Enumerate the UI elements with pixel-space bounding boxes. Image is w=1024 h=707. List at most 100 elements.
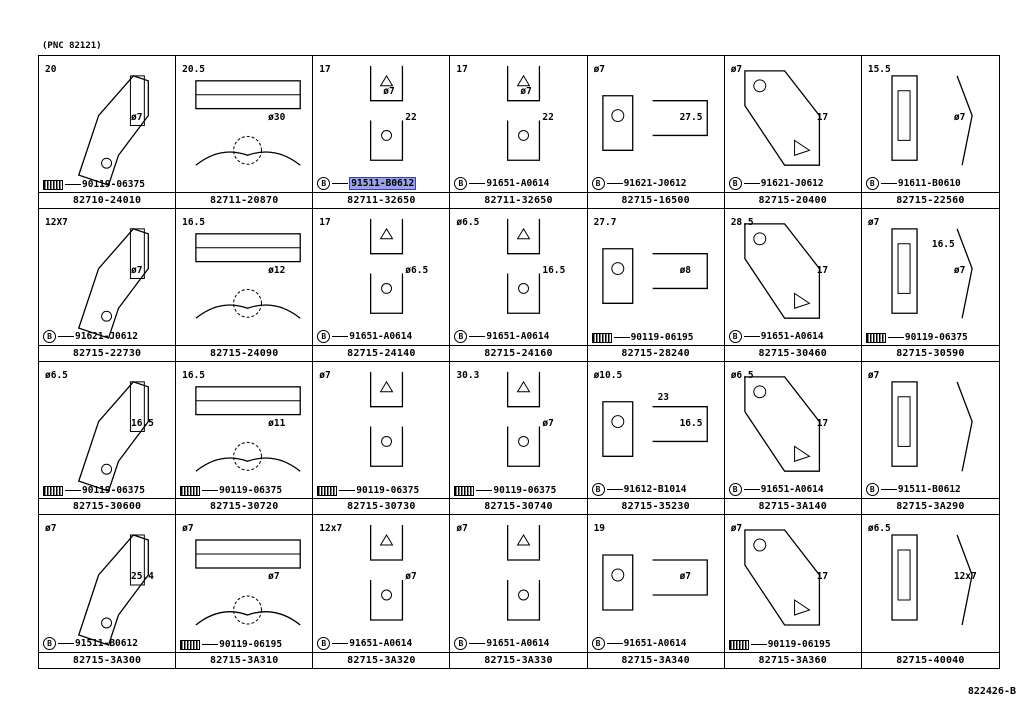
part-number-caption[interactable]: 82715-3A140 bbox=[724, 498, 861, 514]
bolt-part-number[interactable]: 90119-06375 bbox=[904, 332, 968, 343]
part-number-caption[interactable]: 82715-35230 bbox=[587, 498, 724, 514]
bolt-callout[interactable]: 90119-06375 bbox=[43, 179, 145, 190]
part-number-caption[interactable]: 82715-20400 bbox=[724, 192, 861, 208]
part-number-caption[interactable]: 82711-20870 bbox=[176, 192, 313, 208]
part-number-caption[interactable]: 82715-30460 bbox=[724, 345, 861, 361]
bolt-part-number[interactable]: 90119-06375 bbox=[82, 485, 145, 496]
part-number-caption[interactable]: 82715-22560 bbox=[861, 192, 999, 208]
part-number-caption[interactable]: 82715-30740 bbox=[450, 498, 587, 514]
bolt-part-number[interactable]: 91651-A0614 bbox=[486, 178, 550, 189]
bolt-part-number[interactable]: 91651-A0614 bbox=[623, 638, 687, 649]
bolt-part-number[interactable]: 90119-06195 bbox=[767, 639, 831, 650]
part-number-caption[interactable]: 82715-24090 bbox=[176, 345, 313, 361]
part-number-caption[interactable]: 82715-3A310 bbox=[176, 652, 313, 668]
bolt-part-number[interactable]: 91651-A0614 bbox=[760, 484, 824, 495]
part-number-caption[interactable]: 82715-40040 bbox=[861, 652, 999, 668]
bolt-callout[interactable]: 90119-06375 bbox=[454, 485, 556, 496]
part-number-caption[interactable]: 82715-22730 bbox=[39, 345, 176, 361]
bolt-part-number[interactable]: 91612-B1014 bbox=[623, 484, 687, 495]
bolt-callout[interactable]: 90119-06195 bbox=[591, 332, 694, 343]
bolt-callout[interactable]: 90119-06375 bbox=[317, 485, 419, 496]
part-number-caption[interactable]: 82715-30590 bbox=[861, 345, 999, 361]
bolt-part-number[interactable]: 91511-B0612 bbox=[75, 638, 138, 649]
part-number-caption[interactable]: 82715-3A360 bbox=[724, 652, 861, 668]
bolt-part-number[interactable]: 91651-A0614 bbox=[486, 331, 550, 342]
bolt-part-number[interactable]: 91511-B0612 bbox=[349, 177, 417, 190]
bolt-callout[interactable]: 90119-06375 bbox=[43, 485, 145, 496]
bolt-part-number[interactable]: 90119-06195 bbox=[630, 332, 694, 343]
part-number-caption[interactable]: 82711-32650 bbox=[450, 192, 587, 208]
part-number-caption[interactable]: 82715-3A290 bbox=[861, 498, 999, 514]
bolt-part-number[interactable]: 91621-J0612 bbox=[75, 331, 138, 342]
bolt-callout[interactable]: 90119-06195 bbox=[728, 639, 831, 650]
part-number-caption[interactable]: 82715-3A340 bbox=[587, 652, 724, 668]
bolt-part-number[interactable]: 91651-A0614 bbox=[760, 331, 824, 342]
bolt-part-number[interactable]: 91621-J0612 bbox=[760, 178, 824, 189]
part-number-caption[interactable]: 82715-28240 bbox=[587, 345, 724, 361]
part-number-caption[interactable]: 82715-30600 bbox=[39, 498, 176, 514]
bolt-part-number[interactable]: 90119-06195 bbox=[219, 639, 283, 650]
bolt-part-number[interactable]: 91511-B0612 bbox=[897, 484, 961, 495]
part-number-caption[interactable]: 82715-30720 bbox=[176, 498, 313, 514]
part-number-caption[interactable]: 82711-32650 bbox=[313, 192, 450, 208]
bolt-part-number[interactable]: 90119-06375 bbox=[82, 179, 145, 190]
bolt-part-number[interactable]: 90119-06375 bbox=[356, 485, 420, 496]
bolt-callout[interactable]: 90119-06375 bbox=[180, 485, 282, 496]
bolt-callout[interactable]: 90119-06375 bbox=[865, 332, 968, 343]
part-number-caption[interactable]: 82715-3A330 bbox=[450, 652, 587, 668]
bolt-part-number[interactable]: 91651-A0614 bbox=[349, 331, 413, 342]
bolt-part-number[interactable]: 91651-A0614 bbox=[349, 638, 413, 649]
bolt-part-number[interactable]: 90119-06375 bbox=[219, 485, 283, 496]
part-number-caption[interactable]: 82710-24010 bbox=[39, 192, 176, 208]
part-number-caption[interactable]: 82715-24140 bbox=[313, 345, 450, 361]
bolt-part-number[interactable]: 91651-A0614 bbox=[486, 638, 550, 649]
bolt-part-number[interactable]: 91621-J0612 bbox=[623, 178, 687, 189]
bolt-callout[interactable]: 90119-06195 bbox=[180, 639, 282, 650]
bolt-part-number[interactable]: 90119-06375 bbox=[493, 485, 557, 496]
part-number-caption[interactable]: 82715-24160 bbox=[450, 345, 587, 361]
part-number-caption[interactable]: 82715-3A320 bbox=[313, 652, 450, 668]
part-number-caption[interactable]: 82715-16500 bbox=[587, 192, 724, 208]
part-number-caption[interactable]: 82715-30730 bbox=[313, 498, 450, 514]
